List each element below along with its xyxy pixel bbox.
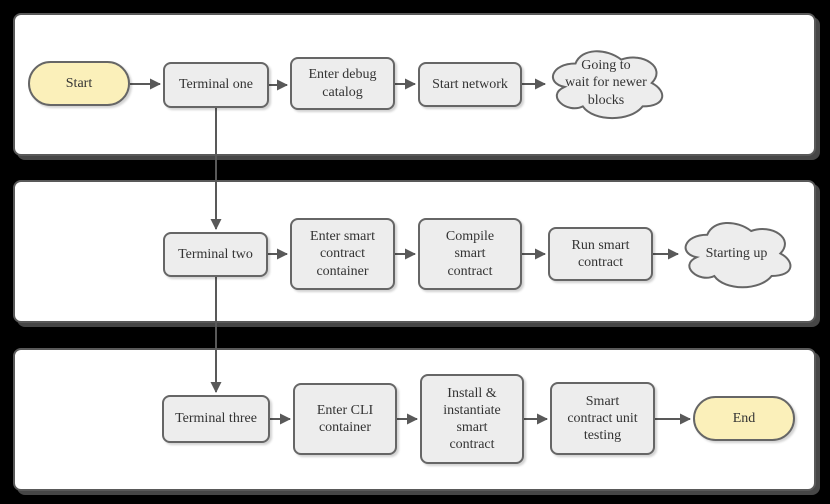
- node-label: Compile smart contract: [445, 229, 495, 279]
- node-label: Enter CLI container: [316, 402, 374, 435]
- node-end: End: [693, 396, 795, 441]
- node-run-smart-contract: Run smart contract: [548, 227, 653, 281]
- node-start-network: Start network: [418, 62, 522, 107]
- node-compile-smart-contract: Compile smart contract: [418, 218, 522, 290]
- node-label: Install & instantiate smart contract: [443, 385, 501, 453]
- node-enter-debug-catalog: Enter debug catalog: [290, 57, 395, 110]
- node-start: Start: [28, 61, 130, 106]
- node-enter-cli-container: Enter CLI container: [293, 383, 397, 455]
- node-install-instantiate-smart-contract: Install & instantiate smart contract: [420, 374, 524, 464]
- lane-terminal-one: [13, 13, 816, 156]
- node-label: End: [732, 410, 756, 426]
- cloud-icon: [678, 216, 795, 291]
- node-label: Enter smart contract container: [310, 229, 375, 279]
- node-terminal-two: Terminal two: [163, 232, 268, 277]
- node-label: Start network: [432, 76, 508, 92]
- node-label: Terminal one: [178, 77, 254, 93]
- node-terminal-three: Terminal three: [162, 395, 270, 443]
- node-label: Starting up: [705, 245, 768, 261]
- cloud-icon: [545, 44, 667, 122]
- node-label: Terminal three: [175, 411, 257, 427]
- node-enter-smart-contract-container: Enter smart contract container: [290, 218, 395, 290]
- node-label: Smart contract unit testing: [567, 393, 638, 444]
- node-going-to-wait-cloud: Going to wait for newer blocks: [545, 44, 667, 122]
- node-label: Start: [65, 75, 93, 91]
- node-label: Enter debug catalog: [308, 67, 377, 100]
- node-label: Going to wait for newer blocks: [565, 58, 647, 108]
- node-label: Run smart contract: [571, 237, 630, 270]
- node-starting-up-cloud: Starting up: [678, 216, 795, 291]
- node-label: Terminal two: [178, 246, 253, 262]
- node-smart-contract-unit-testing: Smart contract unit testing: [550, 382, 655, 455]
- node-terminal-one: Terminal one: [163, 62, 269, 108]
